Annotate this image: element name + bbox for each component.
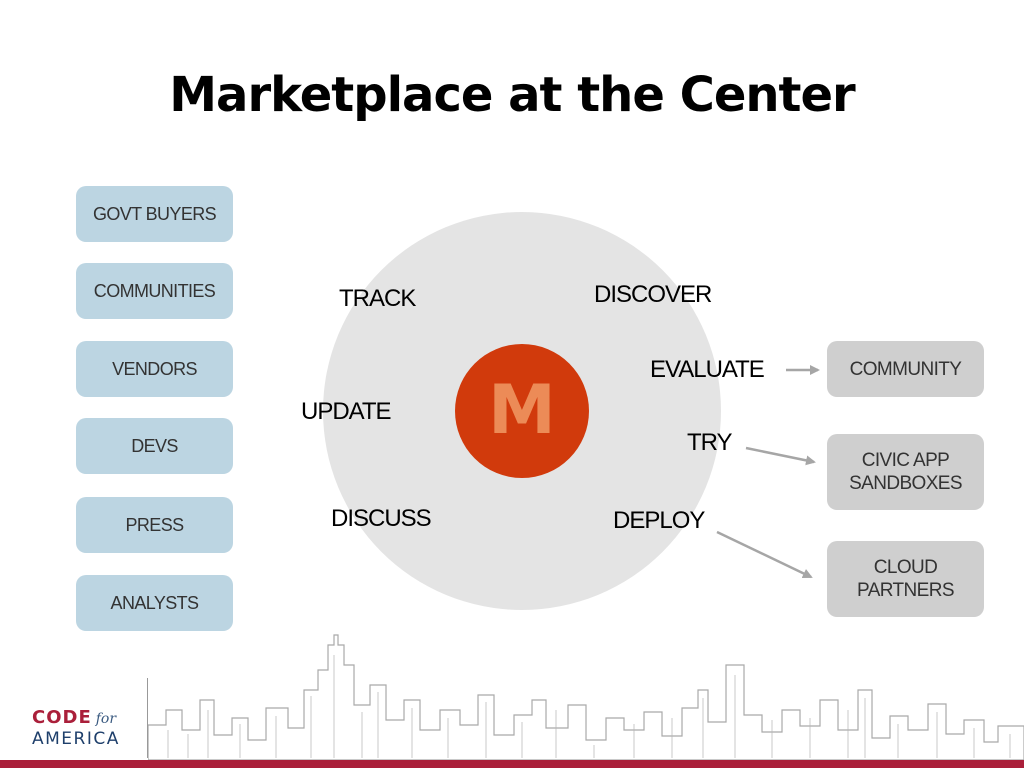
logo-code-text: CODE (32, 707, 92, 728)
footer-bar (0, 760, 1024, 768)
audience-analysts: ANALYSTS (76, 575, 233, 631)
audience-press: PRESS (76, 497, 233, 553)
slide-title: Marketplace at the Center (169, 67, 855, 123)
marketplace-logo-letter: M (488, 371, 556, 450)
target-community: COMMUNITY (827, 341, 984, 397)
verb-track: TRACK (339, 285, 416, 312)
verb-try: TRY (687, 429, 733, 456)
verb-discuss: DISCUSS (331, 505, 432, 532)
audience-communities: COMMUNITIES (76, 263, 233, 319)
marketplace-core: M (455, 344, 589, 478)
arrow-deploy-cloud (716, 530, 813, 579)
logo-for-text: for (95, 711, 117, 727)
logo-america-text: AMERICA (32, 729, 120, 749)
verb-update: UPDATE (301, 398, 392, 425)
audience-devs: DEVS (76, 418, 233, 474)
audience-vendors: VENDORS (76, 341, 233, 397)
logo-divider (147, 678, 148, 758)
verb-discover: DISCOVER (594, 281, 712, 308)
verb-deploy: DEPLOY (613, 507, 705, 534)
target-civic-app-sandboxes: CIVIC APP SANDBOXES (827, 434, 984, 510)
verb-evaluate: EVALUATE (650, 356, 765, 383)
target-cloud-partners: CLOUD PARTNERS (827, 541, 984, 617)
city-skyline-illustration (148, 634, 1024, 760)
audience-govt-buyers: GOVT BUYERS (76, 186, 233, 242)
arrow-try-sandboxes (745, 446, 816, 466)
